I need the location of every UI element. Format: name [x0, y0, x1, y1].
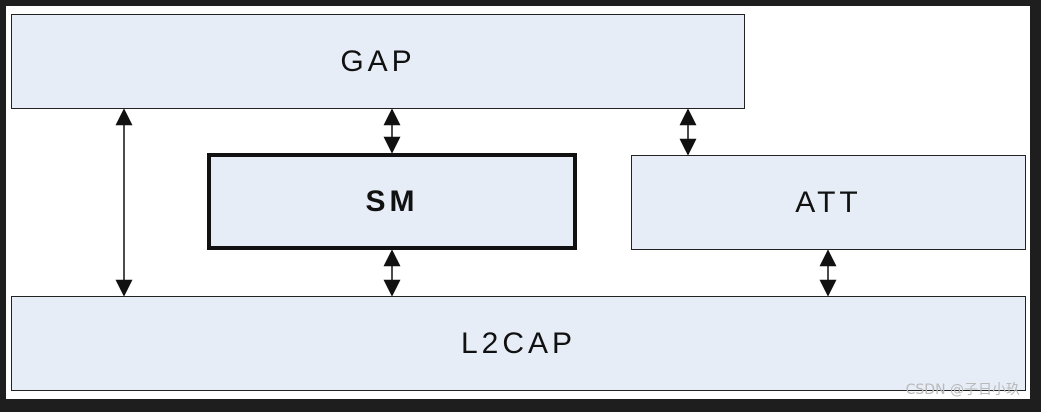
block-l2cap: L2CAP: [11, 296, 1026, 391]
block-att-label: ATT: [795, 185, 862, 219]
block-gap-label: GAP: [340, 44, 416, 78]
block-att: ATT: [631, 155, 1026, 250]
block-gap: GAP: [11, 14, 745, 109]
diagram-canvas: GAP SM ATT L2CAP CSDN @子日小玖: [6, 6, 1030, 399]
connector-arrows: [115, 108, 837, 297]
block-l2cap-label: L2CAP: [460, 326, 577, 360]
watermark-text: CSDN @子日小玖: [905, 382, 1020, 398]
block-sm-label: SM: [365, 184, 419, 218]
block-sm: SM: [207, 153, 577, 250]
